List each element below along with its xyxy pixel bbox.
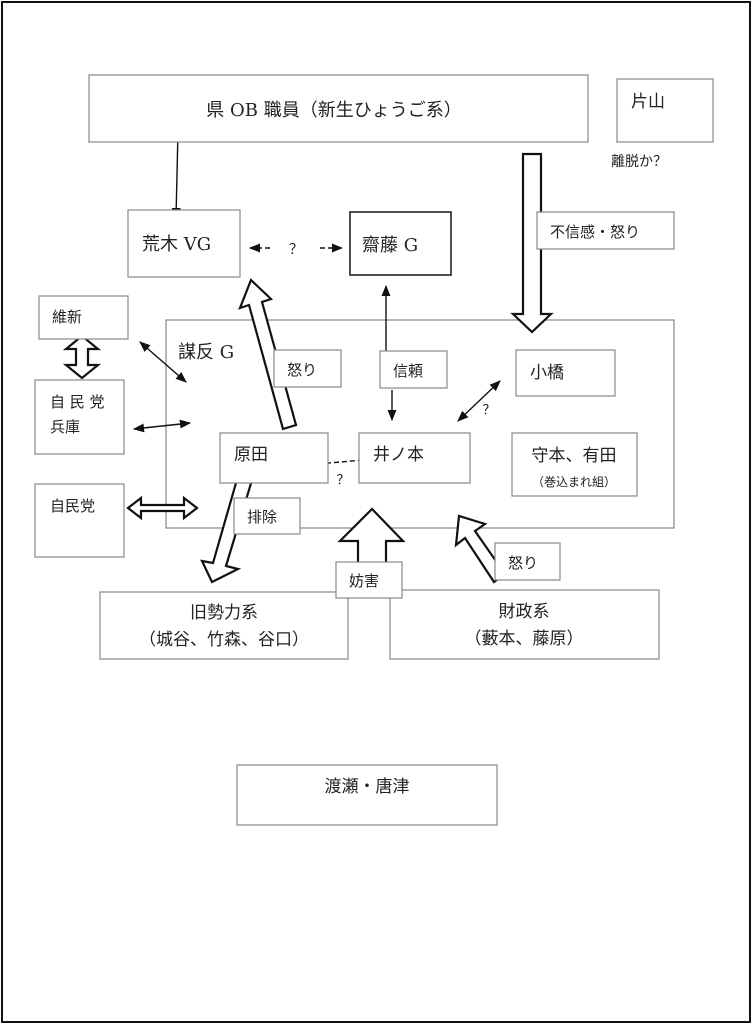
araki-node: 荒木 VG bbox=[127, 209, 241, 278]
jimin-node: 自民党 bbox=[34, 483, 125, 558]
morimoto-label: 守本、有田 bbox=[532, 446, 617, 466]
distrust-label: 不信感・怒り bbox=[550, 223, 640, 241]
harada-question: ？ bbox=[336, 473, 349, 488]
obstruction-label-box: 妨害 bbox=[335, 561, 403, 599]
araki-label: 荒木 VG bbox=[142, 234, 211, 255]
zaisei-label-2: （藪本、藤原） bbox=[465, 629, 584, 649]
kyu-seiryoku-label-1: 旧勢力系 bbox=[190, 603, 258, 623]
finance-anger-label-box: 怒り bbox=[494, 542, 561, 581]
jimin-hyogo-node: 自 民 党 兵庫 bbox=[34, 379, 125, 455]
watase-node: 渡瀬・唐津 bbox=[236, 764, 498, 826]
araki-anger-label: 怒り bbox=[287, 361, 317, 379]
harada-label: 原田 bbox=[234, 445, 268, 465]
jimin-hyogo-label-1: 自 民 党 bbox=[50, 393, 105, 411]
jimin-muhon-arrow bbox=[126, 495, 199, 521]
jimin-hyogo-label-2: 兵庫 bbox=[50, 418, 80, 436]
morimoto-node: 守本、有田 （巻込まれ組） bbox=[511, 432, 638, 497]
morimoto-note: （巻込まれ組） bbox=[532, 475, 616, 489]
saito-label: 齋藤 G bbox=[362, 235, 418, 256]
saito-node: 齋藤 G bbox=[349, 211, 452, 276]
watase-label: 渡瀬・唐津 bbox=[325, 776, 410, 797]
katayama-label: 片山 bbox=[631, 92, 665, 112]
ob-to-araki-arrow bbox=[171, 129, 181, 220]
zaisei-node: 財政系 （藪本、藤原） bbox=[389, 589, 660, 660]
inomoto-label: 井ノ本 bbox=[373, 445, 424, 465]
zaisei-label-1: 財政系 bbox=[499, 602, 550, 622]
kohashi-label: 小橋 bbox=[530, 363, 564, 383]
inomoto-node: 井ノ本 bbox=[358, 432, 471, 484]
ishin-node: 維新 bbox=[38, 295, 129, 340]
katayama-node: 片山 bbox=[616, 78, 714, 143]
kohashi-inomoto-arrow bbox=[457, 380, 501, 422]
distrust-label-box: 不信感・怒り bbox=[536, 211, 675, 250]
araki-anger-label-box: 怒り bbox=[273, 349, 342, 388]
harada-node: 原田 bbox=[219, 432, 329, 484]
ken-ob-node: 県 OB 職員（新生ひょうご系） bbox=[88, 74, 589, 143]
kyu-seiryoku-node: 旧勢力系 （城谷、竹森、谷口） bbox=[99, 591, 349, 660]
jimin-label: 自民党 bbox=[50, 497, 95, 515]
kohashi-question: ？ bbox=[482, 403, 495, 418]
araki-saito-question: ？ bbox=[289, 242, 303, 258]
obstruction-label: 妨害 bbox=[349, 572, 379, 590]
ishin-jimin-hyogo-arrow bbox=[62, 334, 102, 380]
exclusion-label-box: 排除 bbox=[233, 497, 301, 535]
jimin-hyogo-muhon-arrow bbox=[132, 419, 192, 433]
araki-anger-arrow bbox=[238, 278, 298, 431]
finance-anger-label: 怒り bbox=[508, 554, 538, 572]
trust-label-box: 信頼 bbox=[379, 350, 448, 389]
exclusion-label: 排除 bbox=[247, 508, 277, 526]
kyu-seiryoku-label-2: （城谷、竹森、谷口） bbox=[139, 630, 309, 650]
ishin-muhon-arrow bbox=[139, 341, 187, 383]
ken-ob-label: 県 OB 職員（新生ひょうご系） bbox=[206, 100, 461, 121]
muhon-group-label: 謀反 G bbox=[178, 342, 234, 363]
distrust-arrow bbox=[510, 152, 554, 334]
trust-label: 信頼 bbox=[393, 362, 423, 380]
kohashi-node: 小橋 bbox=[515, 349, 616, 397]
ishin-label: 維新 bbox=[52, 308, 82, 326]
katayama-note: 離脱か？ bbox=[611, 153, 667, 170]
